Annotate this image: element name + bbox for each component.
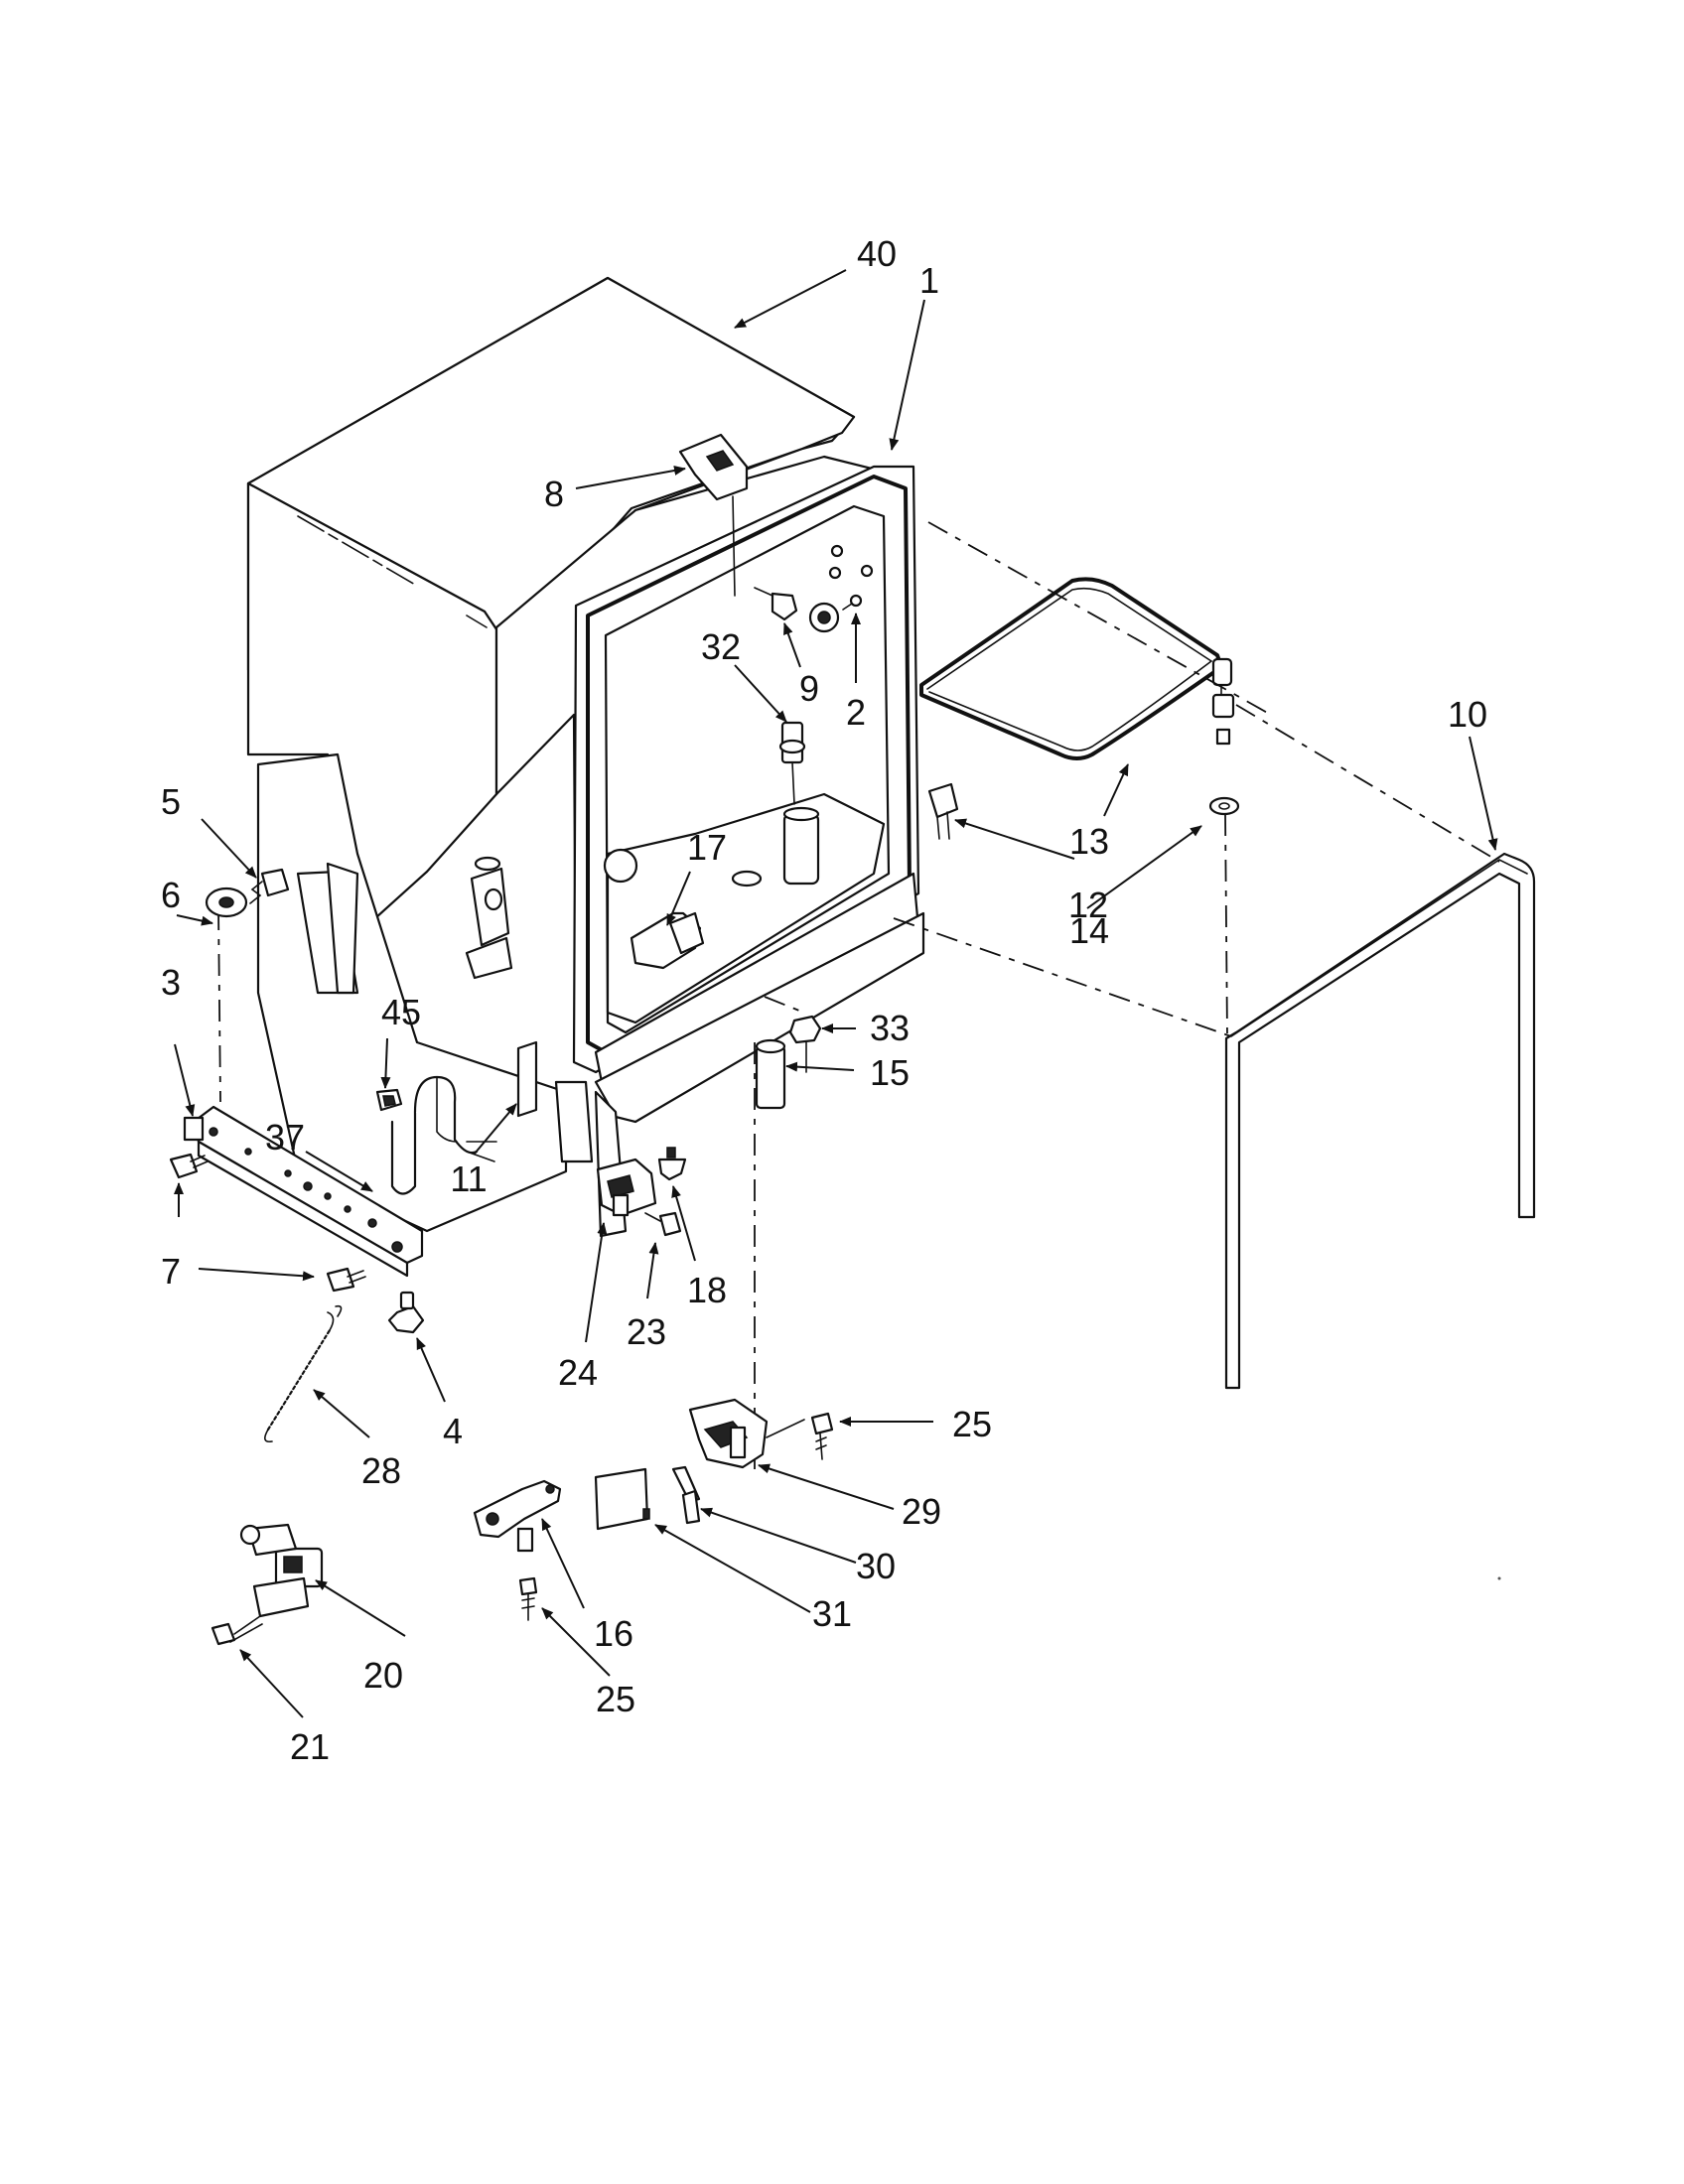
top-clip-part <box>678 433 749 597</box>
callout-7: 7 <box>161 1251 181 1292</box>
callout-10: 10 <box>1448 694 1487 735</box>
callout-13: 13 <box>1069 821 1109 862</box>
callout-25-hinge: 25 <box>596 1679 635 1719</box>
callout-25-latch: 25 <box>952 1404 992 1444</box>
label-part <box>466 1040 538 1162</box>
callout-37: 37 <box>265 1117 305 1158</box>
nozzle-part <box>778 721 806 805</box>
callout-18: 18 <box>687 1270 727 1310</box>
switch-part <box>596 1158 682 1237</box>
latch-screw-part <box>518 1412 834 1621</box>
callout-21: 21 <box>290 1726 330 1767</box>
grommet-part <box>205 868 290 918</box>
callout-6: 6 <box>161 875 181 915</box>
callout-29: 29 <box>902 1491 941 1532</box>
frame-leg-part <box>1224 852 1536 1390</box>
clip-part <box>657 1147 687 1181</box>
stray-dot <box>1497 1576 1501 1580</box>
alignment-lines <box>217 521 1500 1469</box>
callout-4: 4 <box>443 1411 463 1451</box>
screw-part <box>754 587 863 633</box>
callout-32: 32 <box>701 626 741 667</box>
leveling-foot-part <box>387 1291 425 1334</box>
callout-5: 5 <box>161 781 181 822</box>
latch-assembly-part <box>594 1398 805 1531</box>
callout-12: 12 <box>1068 885 1108 925</box>
callout-30: 30 <box>856 1546 896 1586</box>
callout-15: 15 <box>870 1052 910 1093</box>
hinge-link-part <box>473 1479 562 1553</box>
callout-8: 8 <box>544 474 564 514</box>
heating-element-part <box>919 577 1235 760</box>
callout-23: 23 <box>627 1311 666 1352</box>
callout-24: 24 <box>558 1352 598 1393</box>
callout-40: 40 <box>857 233 897 274</box>
leader-arrows <box>174 269 1498 1718</box>
bracket-screw-part <box>169 1153 366 1293</box>
tub-assembly <box>246 276 925 1238</box>
callout-9: 9 <box>799 668 819 709</box>
callout-labels: 40 1 8 9 2 32 10 13 12 14 5 6 3 17 45 37… <box>161 233 1487 1767</box>
mounting-bracket-part <box>183 1105 424 1278</box>
callout-14: 14 <box>1069 910 1109 951</box>
callout-2: 2 <box>846 692 866 733</box>
callout-31: 31 <box>812 1593 852 1634</box>
washer-part <box>1208 796 1240 816</box>
callout-33: 33 <box>870 1008 910 1048</box>
callout-28: 28 <box>361 1450 401 1491</box>
callout-11: 11 <box>450 1159 487 1199</box>
callout-1: 1 <box>919 260 939 301</box>
water-valve-part <box>210 1523 324 1646</box>
callout-3: 3 <box>161 962 181 1003</box>
callout-20: 20 <box>363 1655 403 1696</box>
nut-part <box>755 1015 822 1110</box>
connector-part <box>927 782 959 840</box>
callout-17: 17 <box>687 827 727 868</box>
callout-16: 16 <box>594 1613 633 1654</box>
hose-part <box>375 1075 479 1195</box>
callout-45: 45 <box>381 992 421 1032</box>
spring-part <box>264 1304 343 1443</box>
